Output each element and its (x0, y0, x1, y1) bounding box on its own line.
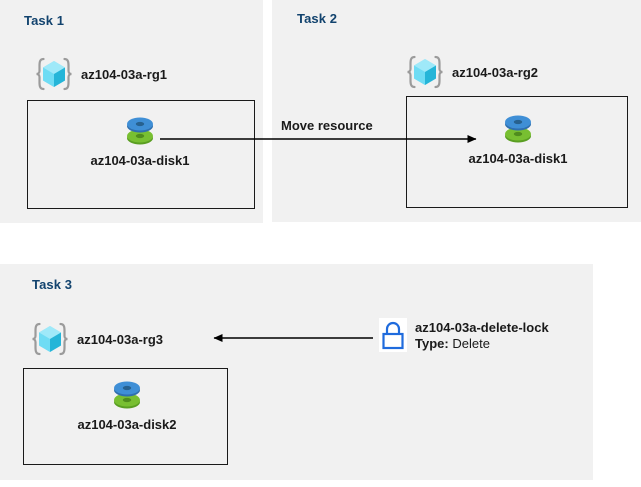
arrow-label-move-resource: Move resource (281, 118, 373, 133)
lock-type-row: Type: Delete (415, 336, 549, 352)
resource-disk-task-2: az104-03a-disk1 (453, 110, 583, 166)
resource-group-task-3: az104-03a-rg3 (30, 320, 163, 358)
disk-label: az104-03a-disk2 (77, 417, 177, 432)
arrow-lock-to-resource-group (213, 334, 373, 342)
lock-icon (379, 318, 407, 352)
panel-title-task-2: Task 2 (297, 11, 338, 26)
panel-task-2 (272, 0, 641, 222)
lock-type-key: Type: (415, 336, 449, 352)
panel-title-task-1: Task 1 (24, 13, 65, 28)
resource-group-label: az104-03a-rg2 (452, 64, 538, 80)
panel-task-3 (0, 264, 593, 480)
disk-icon (114, 381, 140, 409)
resource-group-icon (407, 55, 443, 89)
disk-icon (505, 115, 531, 143)
arrow-move-resource (160, 135, 477, 143)
lock-type-value: Delete (452, 336, 490, 352)
panel-title-task-3: Task 3 (32, 277, 73, 292)
delete-lock-block: az104-03a-delete-lock Type: Delete (379, 318, 549, 353)
resource-box-task-1 (27, 100, 255, 209)
resource-group-icon (32, 322, 68, 356)
resource-disk-task-1: az104-03a-disk1 (75, 112, 205, 168)
resource-group-icon (36, 57, 72, 91)
lock-text-group: az104-03a-delete-lock Type: Delete (415, 318, 549, 353)
resource-group-task-2: az104-03a-rg2 (405, 53, 538, 91)
disk-label: az104-03a-disk1 (90, 153, 190, 168)
resource-disk-task-3: az104-03a-disk2 (72, 376, 182, 432)
disk-label: az104-03a-disk1 (468, 151, 568, 166)
resource-group-label: az104-03a-rg1 (81, 66, 167, 82)
resource-group-task-1: az104-03a-rg1 (34, 55, 167, 93)
resource-box-task-3 (23, 368, 228, 465)
resource-box-task-2 (406, 96, 628, 208)
disk-icon (127, 117, 153, 145)
resource-group-label: az104-03a-rg3 (77, 331, 163, 347)
lock-name: az104-03a-delete-lock (415, 320, 549, 335)
panel-task-1 (0, 0, 263, 223)
